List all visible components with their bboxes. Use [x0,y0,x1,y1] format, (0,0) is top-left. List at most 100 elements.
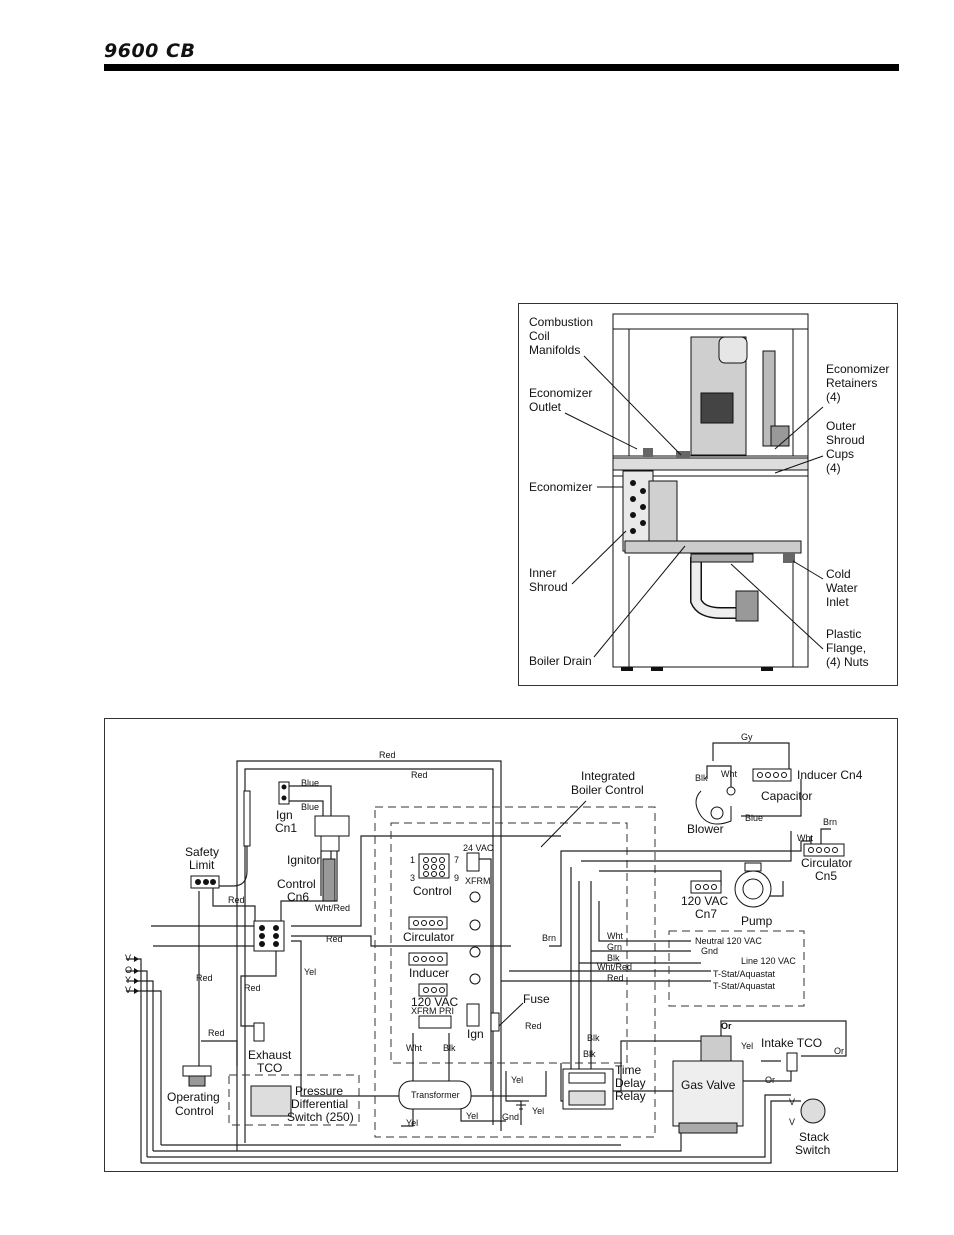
svg-text:Delay: Delay [615,1076,646,1090]
label-capacitor: Capacitor [761,789,812,803]
svg-text:Cn7: Cn7 [695,907,717,921]
svg-text:Blue: Blue [301,778,319,788]
svg-text:3: 3 [410,873,415,883]
boiler-cutaway-figure: Combustion Coil Manifolds Economizer Out… [518,303,898,686]
svg-text:Red: Red [379,750,396,760]
svg-text:Blk: Blk [583,1049,596,1059]
status-led-3 [469,946,481,958]
svg-text:Coil: Coil [529,329,550,343]
120vac-cn7-connector [690,880,722,894]
svg-text:Cn1: Cn1 [275,821,297,835]
exhaust-tco [253,1022,265,1042]
svg-text:Red: Red [228,895,245,905]
pressure-differential-switch [250,1085,292,1117]
svg-text:V: V [125,985,131,995]
svg-text:Yel: Yel [406,1118,418,1128]
svg-text:Limit: Limit [189,858,215,872]
svg-text:PRI: PRI [439,1006,454,1016]
svg-text:(4) Nuts: (4) Nuts [826,655,869,669]
svg-text:Grn: Grn [607,942,622,952]
thermostat-terminal-box [668,930,805,1007]
label-gas-valve: Gas Valve [681,1078,736,1092]
label-blower: Blower [687,822,724,836]
status-led-2 [469,919,481,931]
label-control-cn6: Control [277,877,316,891]
label-ign-cn1: Ign [276,808,293,822]
label-tstat-1: T-Stat/Aquastat [713,969,776,979]
label-integrated-boiler-control: Integrated [581,769,635,783]
label-operating-control: Operating [167,1090,220,1104]
label-line-120vac: Line 120 VAC [741,956,796,966]
svg-text:Gnd: Gnd [502,1112,519,1122]
inducer-cn4-connector [752,768,792,782]
svg-text:1: 1 [410,855,415,865]
page-title: 9600 CB [104,40,196,62]
svg-text:Red: Red [607,973,624,983]
label-control: Control [413,884,452,898]
svg-text:(4): (4) [826,390,841,404]
status-led-4 [469,973,481,985]
label-economizer: Economizer [529,480,592,494]
svg-text:Y: Y [125,975,131,985]
label-exhaust-tco: Exhaust [248,1048,292,1062]
label-inducer: Inducer [409,966,449,980]
label-ignitor: Ignitor [287,853,320,867]
svg-text:Red: Red [411,770,428,780]
label-intake-tco: Intake TCO [761,1036,822,1050]
svg-text:V: V [789,1097,795,1107]
svg-text:Wht: Wht [406,1043,423,1053]
svg-text:Gy: Gy [741,732,753,742]
svg-text:Red: Red [244,983,261,993]
label-tstat-2: T-Stat/Aquastat [713,981,776,991]
transformer [398,1080,472,1110]
control-cn6-connector [253,920,285,952]
label-plastic-flange: Plastic [826,627,861,641]
label-pump: Pump [741,914,773,928]
svg-text:TCO: TCO [257,1061,282,1075]
svg-text:Retainers: Retainers [826,376,877,390]
svg-text:XFRM: XFRM [465,876,491,886]
svg-text:Manifolds: Manifolds [529,343,580,357]
svg-text:Outer: Outer [826,419,856,433]
svg-text:Gnd: Gnd [701,946,718,956]
pressure-switch-box [228,1074,360,1126]
svg-text:Red: Red [208,1028,225,1038]
svg-text:Blue: Blue [301,802,319,812]
svg-text:Blk: Blk [695,773,708,783]
svg-text:Yel: Yel [304,967,316,977]
svg-text:Brn: Brn [542,933,556,943]
label-safety-limit: Safety [185,845,219,859]
label-fuse: Fuse [523,992,550,1006]
wiring-diagram-drawing: Red Red Blue Blue Ign Cn1 Ignitor Safety… [125,732,863,1164]
svg-text:Red: Red [196,973,213,983]
label-ign: Ign [467,1027,484,1041]
svg-text:7: 7 [454,855,459,865]
svg-text:Combustion: Combustion [529,315,593,329]
svg-text:Blk: Blk [443,1043,456,1053]
status-led-1 [469,891,481,903]
svg-text:Cn6: Cn6 [287,890,309,904]
svg-text:Wht/Red: Wht/Red [597,962,632,972]
label-boiler-drain: Boiler Drain [529,654,592,668]
svg-text:Cold: Cold [826,567,851,581]
ign-connector [466,1003,480,1027]
svg-text:Cups: Cups [826,447,854,461]
svg-text:V: V [789,1117,795,1127]
svg-text:Economizer: Economizer [826,362,889,376]
svg-text:Outlet: Outlet [529,400,562,414]
xfrm-pri-connector [418,1015,452,1029]
svg-text:O: O [125,965,132,975]
header-rule [104,64,899,71]
svg-text:Water: Water [826,581,858,595]
label-v-terminal: V [125,953,131,963]
svg-text:Cn5: Cn5 [815,869,837,883]
label-time-delay-relay: Time [615,1063,642,1077]
svg-text:Red: Red [326,934,343,944]
svg-text:Shroud: Shroud [529,580,568,594]
svg-text:Blk: Blk [587,1033,600,1043]
inducer-connector [408,952,448,966]
svg-text:Economizer: Economizer [529,386,592,400]
svg-text:Differential: Differential [291,1097,348,1111]
wiring-diagram-figure: Red Red Blue Blue Ign Cn1 Ignitor Safety… [104,718,898,1172]
intake-tco [786,1052,798,1072]
